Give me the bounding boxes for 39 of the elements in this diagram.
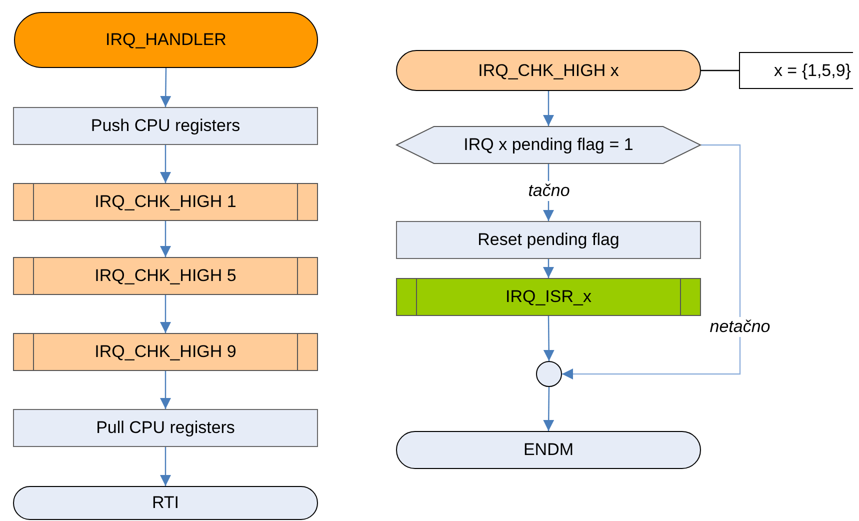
node-text: Pull CPU registers <box>96 418 235 438</box>
arrow <box>543 316 554 361</box>
arrow <box>160 145 171 183</box>
node-text: IRQ_CHK_HIGH 5 <box>94 266 236 286</box>
subroutine-box <box>13 183 318 221</box>
terminal-box <box>13 486 318 520</box>
node-text: IRQ_CHK_HIGH 9 <box>94 342 236 362</box>
node-text: RTI <box>152 493 180 513</box>
edge-label: netačno <box>708 317 772 337</box>
node-text: IRQ x pending flag = 1 <box>464 135 634 155</box>
arrow <box>160 221 171 257</box>
node-text: Reset pending flag <box>478 230 620 250</box>
arrow <box>160 68 172 107</box>
terminal-box <box>396 50 701 91</box>
node-text: IRQ_CHK_HIGH x <box>478 60 619 80</box>
arrow <box>160 295 171 333</box>
arrow <box>543 259 554 278</box>
node-text: IRQ_CHK_HIGH 1 <box>94 192 236 212</box>
connector-circle <box>536 361 562 387</box>
arrow <box>160 371 171 409</box>
arrow <box>160 447 171 486</box>
process-box <box>13 107 318 145</box>
connector-line <box>701 70 739 72</box>
node-text: IRQ_HANDLER <box>106 30 226 50</box>
arrow <box>543 387 554 431</box>
arrow <box>562 144 741 380</box>
subroutine-box <box>396 278 701 316</box>
node-text: IRQ_ISR_x <box>506 287 592 307</box>
node-text: ENDM <box>523 440 574 460</box>
subroutine-box <box>13 333 318 371</box>
arrow <box>543 91 554 126</box>
process-box <box>13 409 318 447</box>
terminal-box <box>396 431 701 469</box>
subroutine-box <box>13 257 318 295</box>
node-text: Push CPU registers <box>90 116 240 136</box>
edge-label: tačno <box>526 181 572 201</box>
process-box <box>396 221 701 259</box>
annotation-bracket <box>739 52 853 89</box>
node-text: x = {1,5,9} <box>774 60 851 80</box>
